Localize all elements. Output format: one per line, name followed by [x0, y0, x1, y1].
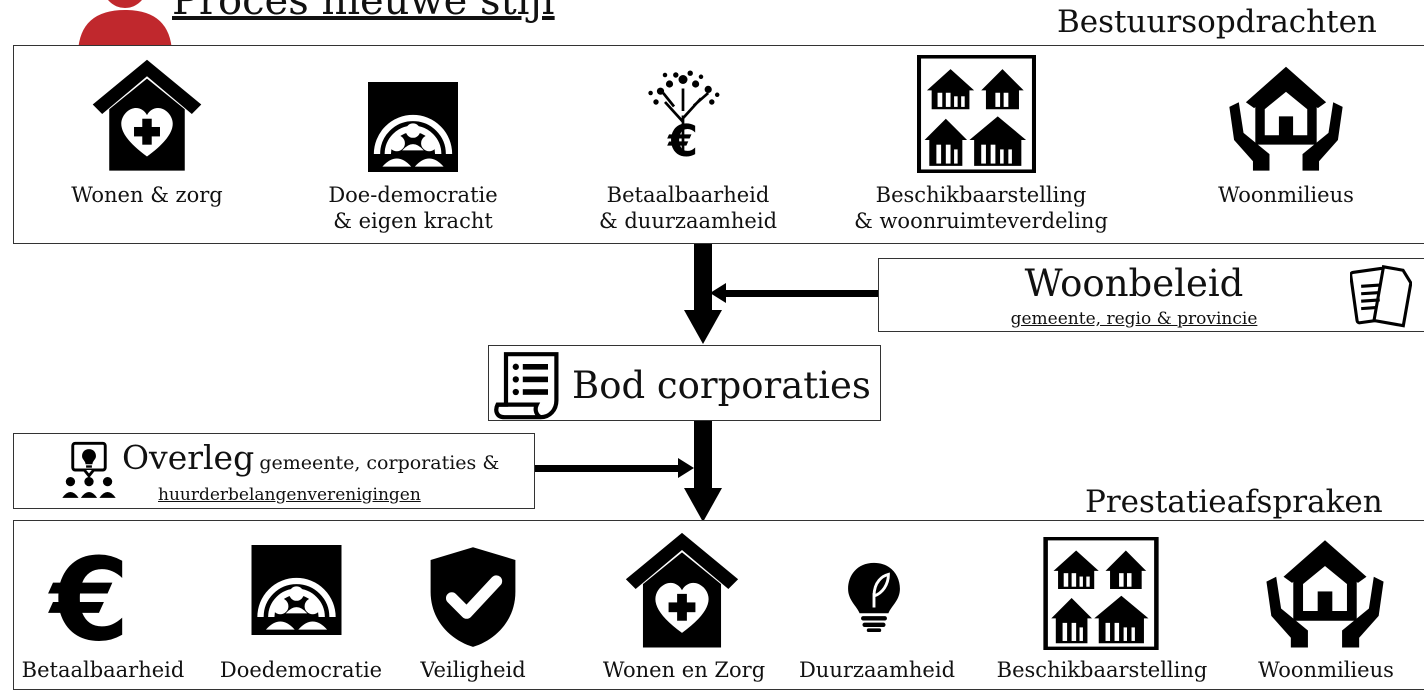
- prestatie-veiligheid: Veiligheid: [420, 658, 526, 682]
- bestuursopdracht-beschikbaarstelling: Beschikbaarstelling & woonruimteverdelin…: [854, 183, 1108, 233]
- woonbeleid-box: [878, 258, 1424, 332]
- prestatie-beschikbaarstelling: Beschikbaarstelling: [996, 658, 1208, 682]
- prestatie-wonen-en-zorg: Wonen en Zorg: [602, 658, 766, 682]
- hands-house-icon: [1260, 528, 1390, 650]
- overleg-subtitle-1: gemeente, corporaties &: [259, 452, 500, 474]
- houses-families-icon: [1043, 537, 1159, 650]
- bestuursopdracht-woonmilieus: Woonmilieus: [1218, 183, 1354, 207]
- checklist-icon: [488, 350, 566, 420]
- bestuursopdracht-doe-democratie: Doe-democratie & eigen kracht: [328, 183, 498, 233]
- woonbeleid-subtitle: gemeente, regio & provincie: [1010, 309, 1258, 329]
- overleg-title-text: Overleg: [122, 438, 255, 477]
- community-people-icon: [246, 545, 347, 635]
- shield-check-icon: [420, 540, 526, 652]
- meeting-idea-icon: [60, 441, 118, 500]
- prestatie-doedemocratie: Doedemocratie: [219, 658, 383, 682]
- woonbeleid-title: Woonbeleid: [1024, 262, 1244, 305]
- bestuursopdrachten-box: [13, 45, 1424, 244]
- bestuursopdrachten-heading: Bestuursopdrachten: [1057, 4, 1377, 40]
- prestatie-betaalbaarheid: Betaalbaarheid: [21, 658, 185, 682]
- page-title: Proces nieuwe stijl: [172, 0, 555, 24]
- bestuursopdracht-betaalbaarheid: Betaalbaarheid & duurzaamheid: [598, 183, 778, 233]
- presenter-avatar-icon: [70, 0, 180, 52]
- prestatie-duurzaamheid: Duurzaamheid: [798, 658, 956, 682]
- euro-icon: [47, 544, 130, 648]
- prestatie-woonmilieus: Woonmilieus: [1258, 658, 1394, 682]
- overleg-title: Overleg gemeente, corporaties &: [122, 438, 499, 477]
- lightbulb-leaf-icon: [846, 561, 902, 634]
- prestatieafspraken-heading: Prestatieafspraken: [1085, 484, 1383, 520]
- documents-icon: [1350, 265, 1412, 328]
- bod-corporaties-title: Bod corporaties: [572, 364, 871, 407]
- home-heart-icon: [625, 532, 739, 648]
- bestuursopdracht-wonen-zorg: Wonen & zorg: [71, 183, 223, 207]
- overleg-subtitle-2: huurderbelangenverenigingen: [158, 485, 421, 505]
